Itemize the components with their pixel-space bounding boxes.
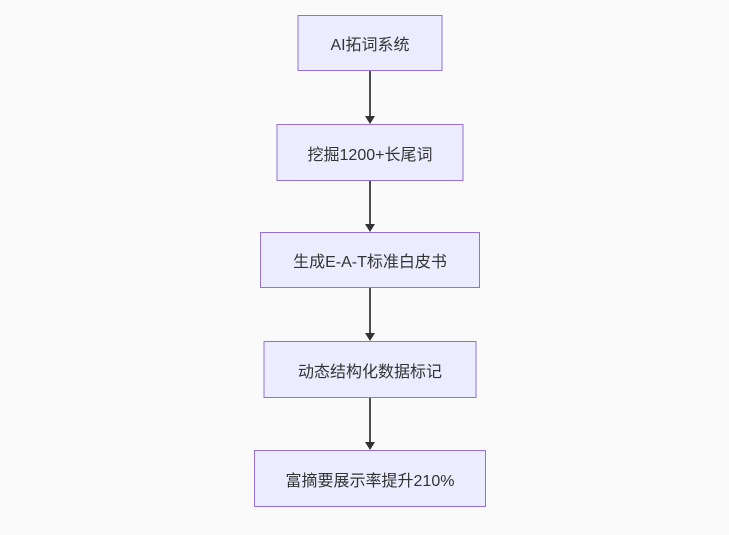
edge-line bbox=[369, 71, 371, 119]
edge-line bbox=[369, 288, 371, 336]
flow-node-eat-whitepaper: 生成E-A-T标准白皮书 bbox=[260, 232, 480, 288]
flow-edge-3 bbox=[365, 288, 375, 341]
flow-node-structured-data: 动态结构化数据标记 bbox=[263, 341, 477, 398]
arrow-down-icon bbox=[365, 224, 375, 232]
flow-node-ai-system: AI拓词系统 bbox=[297, 15, 443, 71]
flow-node-longtail-keywords: 挖掘1200+长尾词 bbox=[276, 124, 464, 181]
edge-line bbox=[369, 181, 371, 227]
flow-edge-4 bbox=[365, 398, 375, 450]
edge-line bbox=[369, 398, 371, 445]
flow-edge-2 bbox=[365, 181, 375, 232]
flow-edge-1 bbox=[365, 71, 375, 124]
arrow-down-icon bbox=[365, 333, 375, 341]
flow-node-rich-snippet-result: 富摘要展示率提升210% bbox=[254, 450, 486, 507]
arrow-down-icon bbox=[365, 442, 375, 450]
arrow-down-icon bbox=[365, 116, 375, 124]
